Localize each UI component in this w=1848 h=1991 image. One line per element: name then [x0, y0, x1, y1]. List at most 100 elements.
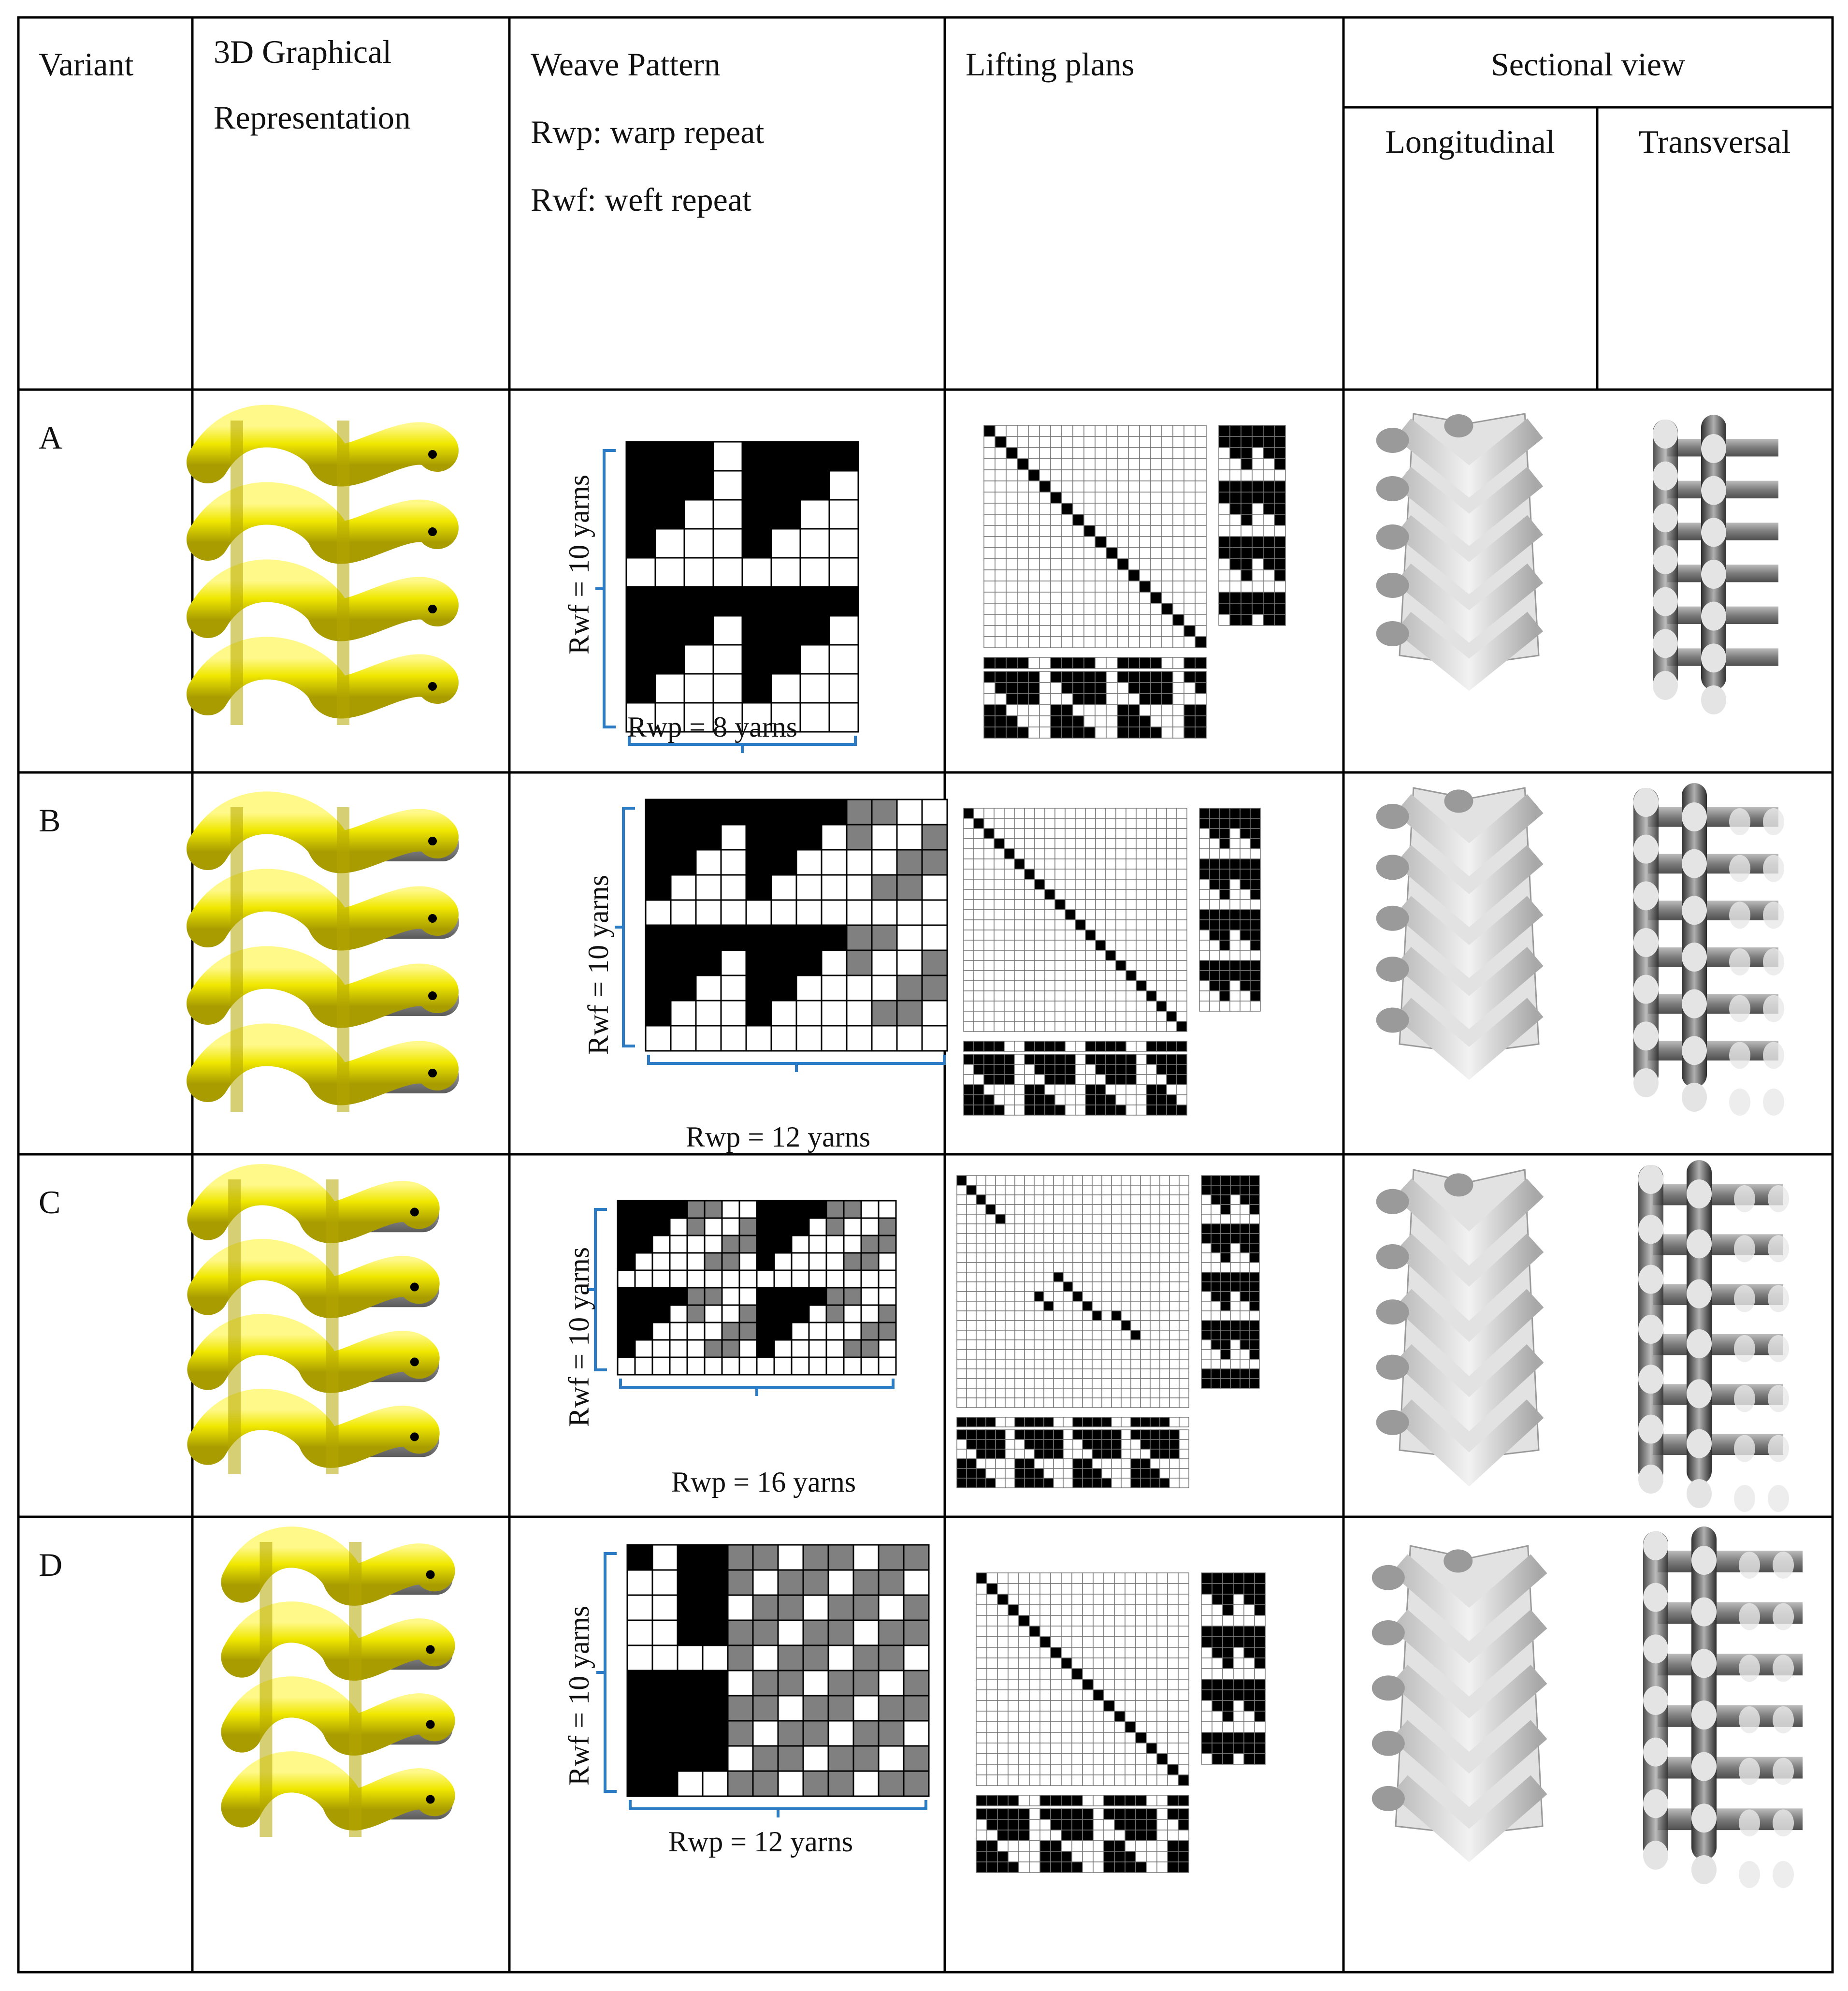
threading-cell — [1136, 930, 1147, 941]
threading-cell — [1014, 1204, 1025, 1215]
peg-cell — [995, 715, 1007, 727]
tieup-cell — [1201, 1223, 1212, 1234]
threading-cell — [1179, 1194, 1189, 1205]
weave-cell — [878, 1569, 905, 1596]
peg-cell — [1071, 1861, 1083, 1873]
threading-cell — [1095, 525, 1107, 537]
threading-cell — [1105, 1001, 1116, 1012]
threading-cell — [1044, 889, 1055, 900]
threading-cell — [1039, 636, 1051, 648]
threading-cell — [1167, 1647, 1179, 1658]
tieup-cell — [1201, 1636, 1213, 1648]
threading-cell — [1043, 1368, 1054, 1379]
yarn-end-dot — [426, 1645, 435, 1654]
threading-cell — [1159, 1262, 1170, 1273]
tieup-cell — [1249, 1252, 1260, 1263]
weave-cell — [821, 849, 848, 876]
threading-cell — [1101, 1272, 1112, 1282]
peg-cell — [1101, 1449, 1112, 1459]
threading-cell — [1014, 1291, 1025, 1302]
threading-cell — [1061, 1732, 1072, 1744]
treadle-cell — [1083, 657, 1096, 669]
peg-cell — [1167, 1840, 1179, 1852]
peg-cell — [1018, 1819, 1030, 1831]
weave-cell — [720, 974, 747, 1002]
threading-cell — [1083, 503, 1096, 515]
tieup-cell — [1252, 536, 1264, 548]
threading-cell — [1101, 1320, 1112, 1331]
peg-cell — [1018, 1851, 1030, 1862]
tieup-cell — [1250, 858, 1261, 870]
threading-cell — [1053, 1301, 1064, 1311]
threading-cell — [1092, 1223, 1102, 1234]
tieup-cell — [1201, 1301, 1212, 1311]
tieup-cell — [1222, 1657, 1234, 1669]
peg-cell — [1075, 1064, 1086, 1075]
threading-cell — [1121, 1233, 1131, 1244]
yarn-cross-section — [1653, 545, 1678, 574]
weave-cell — [695, 874, 722, 901]
peg-cell — [1103, 1861, 1115, 1873]
yarn-cross-section — [1638, 1414, 1663, 1444]
threading-cell — [1014, 1214, 1025, 1224]
weave-cell — [795, 974, 823, 1002]
weave-cell — [738, 1322, 758, 1341]
threading-cell — [1029, 1668, 1040, 1680]
weave-cell — [802, 1569, 829, 1596]
threading-cell — [1156, 1700, 1168, 1712]
peg-cell — [973, 1104, 984, 1116]
threading-cell — [1082, 1185, 1093, 1195]
threading-cell — [1101, 1291, 1112, 1302]
threading-cell — [1105, 848, 1116, 859]
weave-cell — [896, 1025, 923, 1052]
weave-cell — [617, 1287, 636, 1306]
peg-cell — [995, 1478, 1006, 1488]
peg-cell — [1034, 1439, 1044, 1450]
weave-cell — [828, 470, 859, 501]
threading-cell — [1167, 1615, 1179, 1627]
threading-cell — [1083, 458, 1096, 470]
peg-cell — [1095, 1094, 1106, 1105]
weave-cell — [695, 899, 722, 926]
weave-cell — [752, 1670, 779, 1697]
tieup-cell — [1201, 1310, 1212, 1321]
tieup-cell — [1250, 980, 1261, 991]
tieup-cell — [1230, 1204, 1241, 1215]
weave-cell — [702, 1569, 729, 1596]
peg-cell — [995, 1449, 1006, 1459]
threading-cell — [1146, 1583, 1157, 1595]
threading-cell — [1040, 1604, 1051, 1616]
threading-cell — [1050, 525, 1062, 537]
yarn-cross-section — [1633, 928, 1659, 957]
threading-cell — [1195, 569, 1207, 581]
threading-cell — [1105, 950, 1116, 961]
threading-cell — [1017, 458, 1029, 470]
peg-cell — [1063, 1468, 1073, 1479]
tieup-cell — [1233, 1743, 1244, 1754]
peg-cell — [1024, 1104, 1035, 1116]
threading-cell — [1063, 1243, 1073, 1253]
threading-cell — [1039, 536, 1051, 548]
threading-cell — [1179, 1262, 1189, 1273]
peg-cell — [1014, 1449, 1025, 1459]
weave-cell — [921, 1025, 948, 1052]
threading-cell — [1105, 818, 1116, 829]
threading-cell — [1004, 919, 1015, 930]
peg-cell — [1050, 1819, 1062, 1831]
threading-cell — [1072, 1233, 1083, 1244]
peg-cell — [966, 1458, 977, 1469]
tieup-cell — [1249, 1272, 1260, 1282]
peg-cell — [1072, 1429, 1083, 1440]
weave-cell — [777, 1670, 804, 1697]
weave-cell — [860, 1287, 880, 1306]
threading-cell — [1050, 1636, 1062, 1648]
threading-cell — [1166, 909, 1177, 920]
tieup-cell — [1230, 1243, 1241, 1253]
threading-cell — [1039, 447, 1051, 459]
threading-cell — [1139, 458, 1151, 470]
threading-cell — [983, 492, 996, 504]
threading-cell — [1034, 1223, 1044, 1234]
threading-cell — [1140, 1185, 1151, 1195]
peg-cell — [1195, 727, 1207, 739]
threading-cell — [1083, 592, 1096, 604]
